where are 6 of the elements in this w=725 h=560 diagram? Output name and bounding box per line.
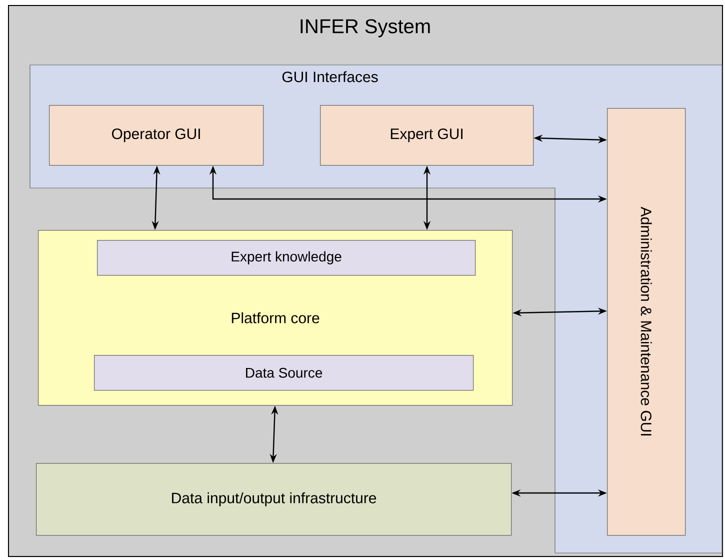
gui-box: Administration & Maintenance GUI xyxy=(607,108,686,536)
gui-box: Expert GUI xyxy=(320,105,534,166)
infrastructure-box: Data input/output infrastructure xyxy=(36,463,512,536)
component-box: Data Source xyxy=(94,355,474,391)
component-box: Expert knowledge xyxy=(97,240,476,276)
gui-box: Operator GUI xyxy=(49,105,264,166)
